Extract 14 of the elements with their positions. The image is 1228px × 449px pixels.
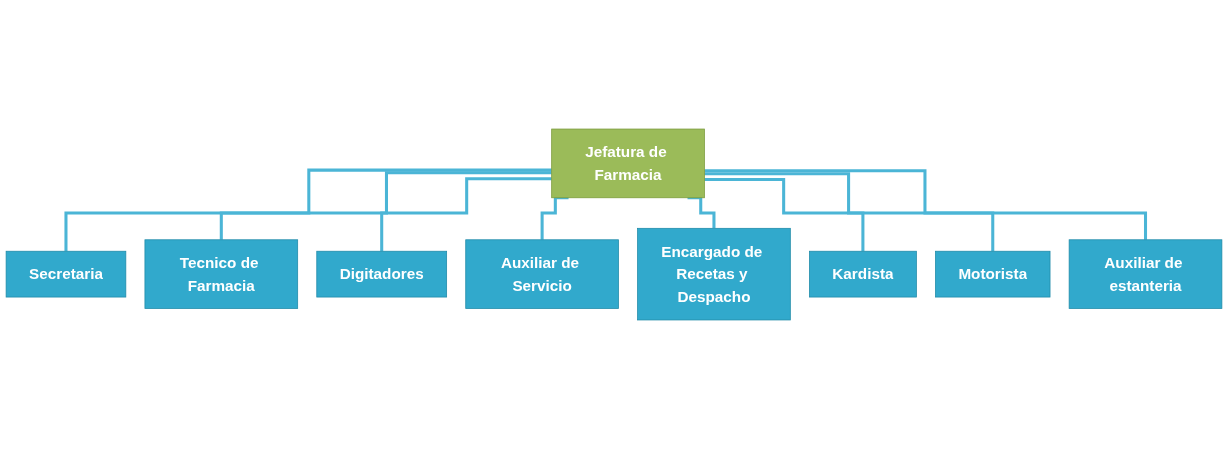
connector xyxy=(64,168,552,253)
connector xyxy=(380,177,552,253)
node-box: Auxiliar de Servicio xyxy=(465,239,619,309)
node-box: Encargado de Recetas y Despacho xyxy=(637,227,791,321)
node-box: Secretaria xyxy=(5,250,127,298)
node-box: Digitadores xyxy=(316,250,447,298)
node-box: Motorista xyxy=(935,250,1051,298)
connector xyxy=(704,172,995,253)
connector xyxy=(704,178,865,253)
node-box: Tecnico de Farmacia xyxy=(144,239,299,309)
connector xyxy=(687,196,716,230)
node-box: Auxiliar de estanteria xyxy=(1068,239,1223,309)
node-box: Kardista xyxy=(809,250,917,298)
node-box: Jefatura de Farmacia xyxy=(551,128,705,199)
